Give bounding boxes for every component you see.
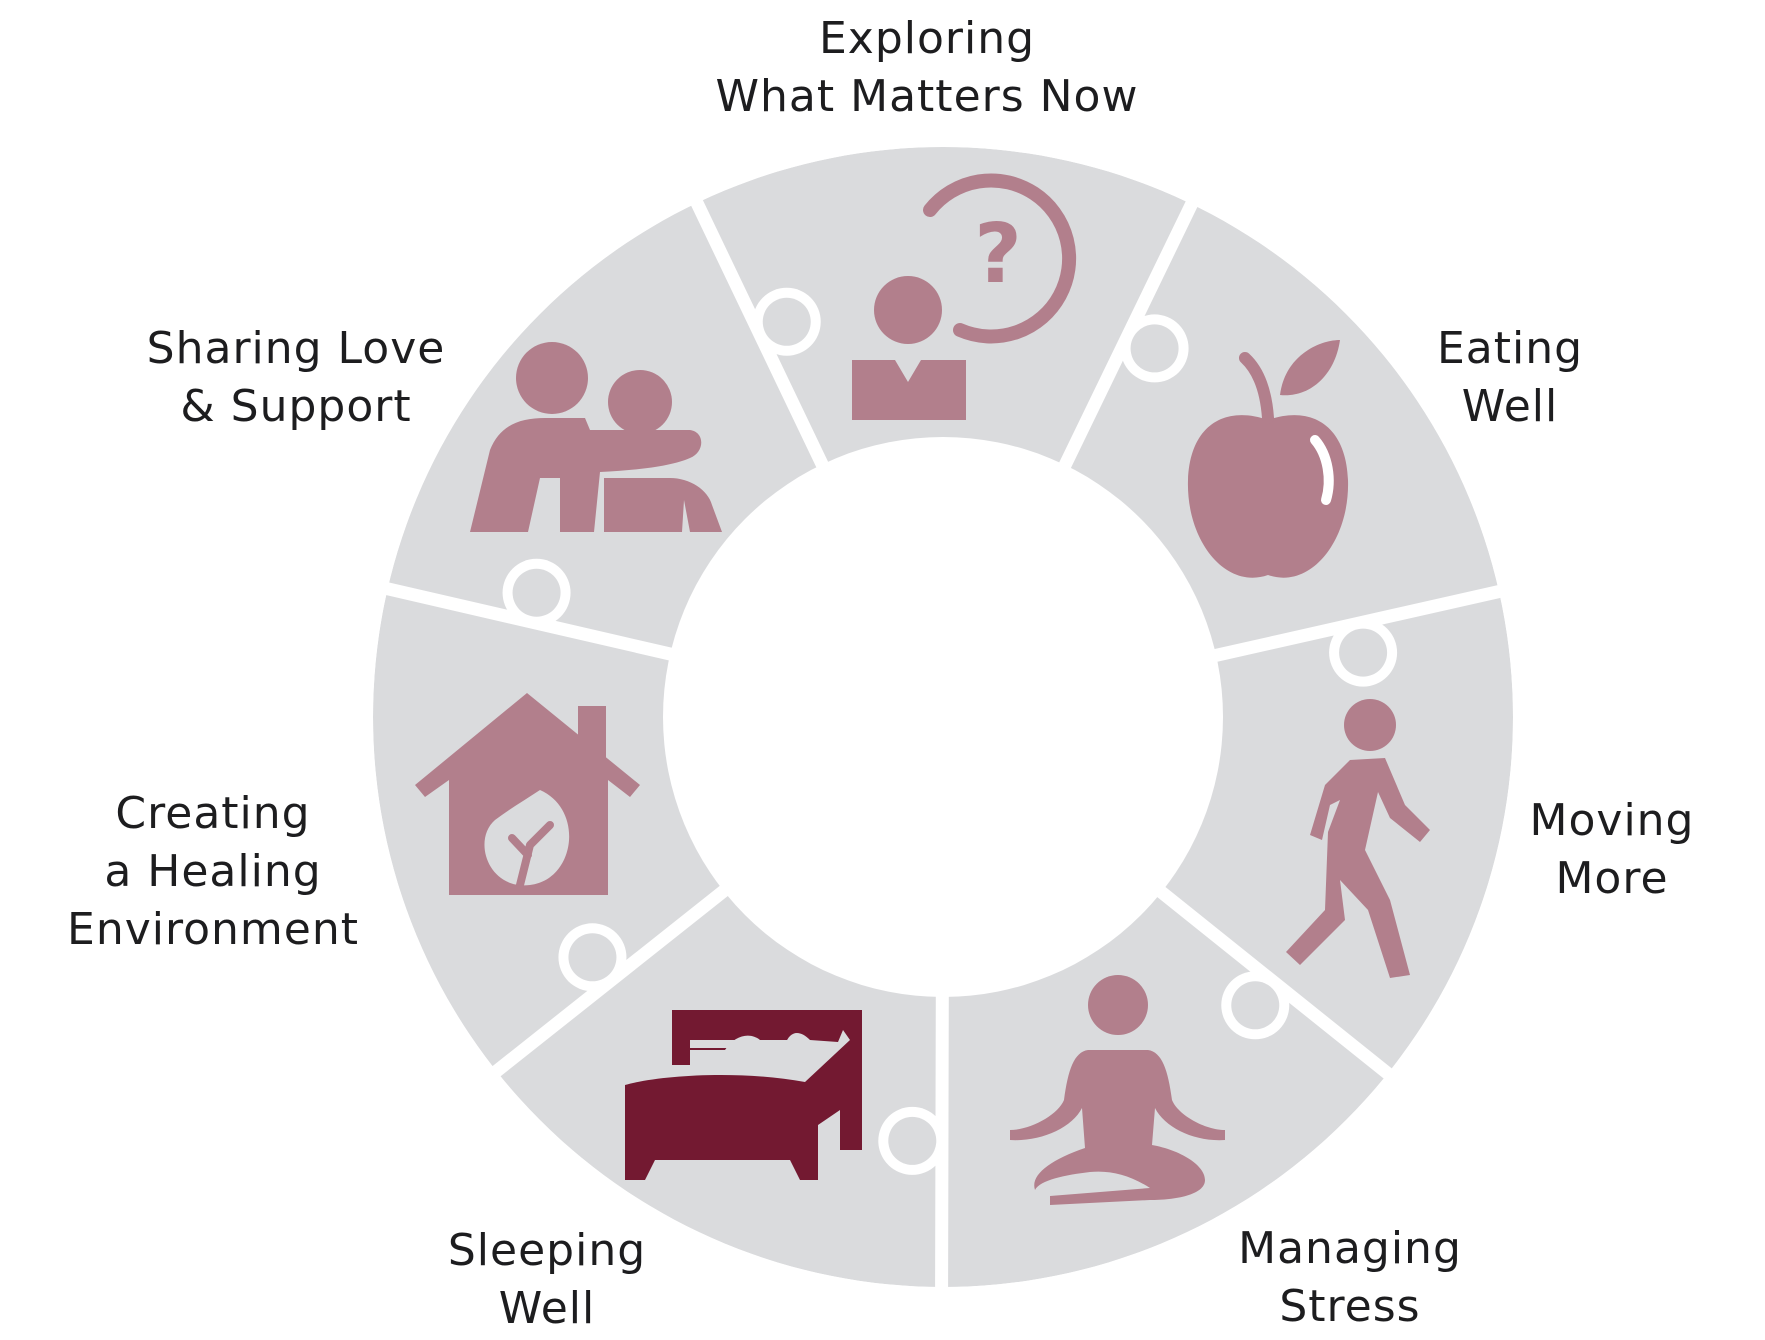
- label-line: Well: [498, 1283, 596, 1334]
- svg-text:?: ?: [974, 207, 1022, 302]
- label-stress: Managing Stress: [1238, 1220, 1462, 1336]
- label-line: Stress: [1279, 1281, 1421, 1332]
- label-sharing: Sharing Love & Support: [147, 320, 446, 436]
- puzzle-knob: [762, 297, 811, 346]
- label-environment: Creating a Healing Environment: [67, 785, 359, 959]
- label-line: Sharing Love: [146, 323, 446, 374]
- label-line: & Support: [180, 381, 412, 432]
- label-line: a Healing: [104, 846, 322, 897]
- label-line: Eating: [1436, 323, 1584, 374]
- label-sleeping: Sleeping Well: [448, 1222, 646, 1338]
- puzzle-knob: [568, 933, 617, 982]
- walking-person-icon: [1286, 699, 1430, 978]
- puzzle-knob: [1130, 324, 1179, 373]
- label-moving: Moving More: [1530, 792, 1695, 908]
- puzzle-knob: [1231, 981, 1280, 1030]
- label-line: More: [1555, 853, 1669, 904]
- label-eating: Eating Well: [1437, 320, 1583, 436]
- label-exploring: Exploring What Matters Now: [716, 10, 1139, 126]
- meditation-icon: [1010, 975, 1225, 1205]
- puzzle-knob: [1339, 628, 1388, 677]
- label-line: Moving: [1529, 795, 1695, 846]
- label-line: Managing: [1238, 1223, 1462, 1274]
- label-line: Exploring: [818, 13, 1036, 64]
- puzzle-knob: [888, 1116, 937, 1165]
- apple-icon: [1187, 340, 1349, 578]
- label-line: Well: [1461, 381, 1559, 432]
- label-line: Sleeping: [447, 1225, 647, 1276]
- puzzle-knob: [512, 568, 561, 617]
- label-line: Environment: [67, 904, 359, 955]
- label-line: What Matters Now: [715, 71, 1139, 122]
- house-leaf-icon: [415, 693, 640, 895]
- person-question-icon: ?: [852, 173, 1077, 420]
- embrace-icon: [470, 342, 722, 532]
- bed-icon: [625, 1010, 862, 1180]
- label-line: Creating: [115, 788, 311, 839]
